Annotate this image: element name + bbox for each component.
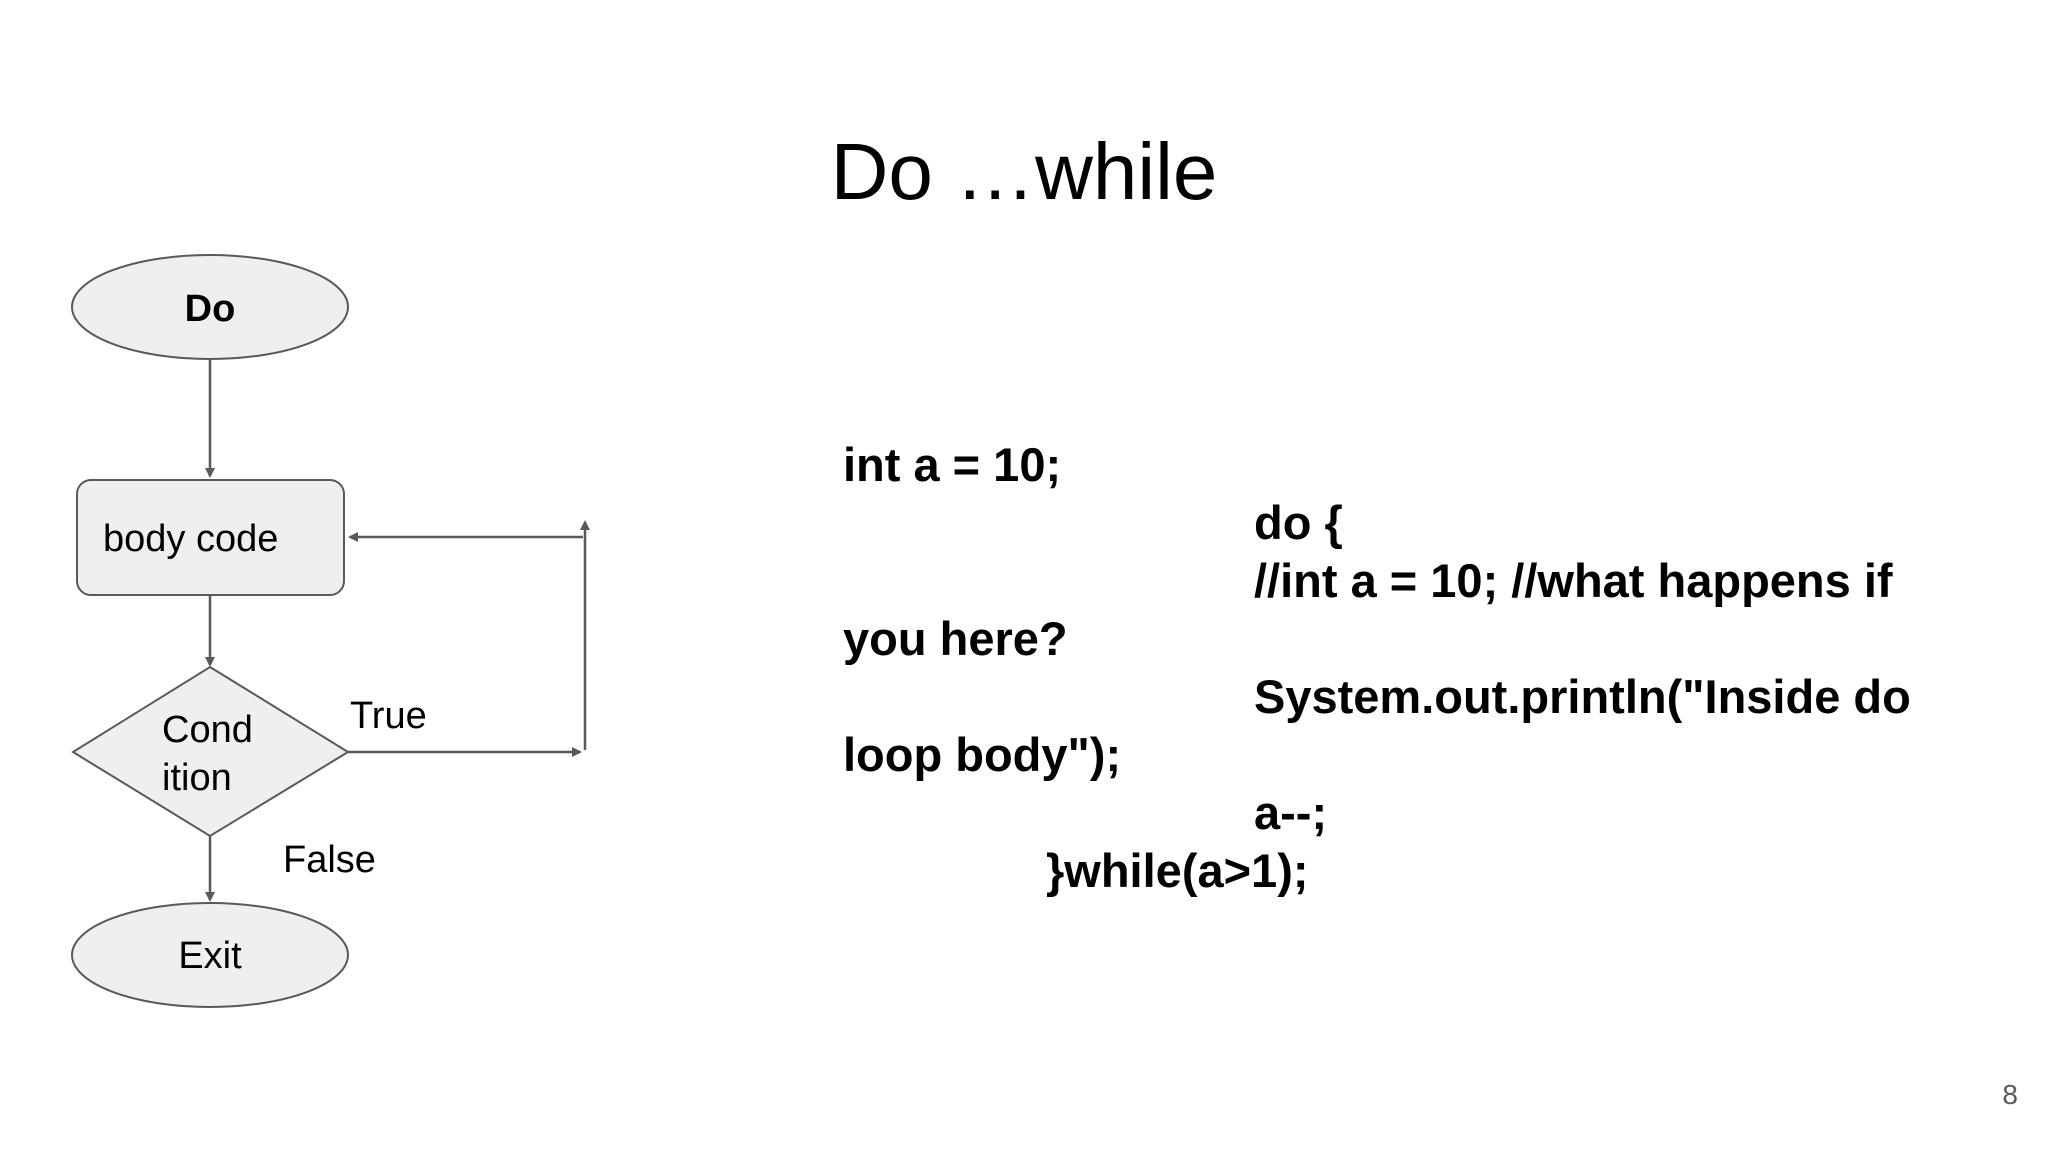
code-line: you here?: [843, 612, 1068, 665]
exit-node: [71, 902, 349, 1008]
code-line: }while(a>1);: [1046, 844, 1309, 897]
code-line: loop body");: [843, 728, 1122, 781]
false-branch-label: False: [283, 839, 376, 881]
start-node-label: Do: [185, 288, 236, 330]
condition-label-line2: ition: [162, 757, 232, 799]
code-line: do {: [1254, 496, 1343, 549]
slide-title: Do …while: [830, 127, 1218, 216]
code-line: a--;: [1254, 786, 1328, 839]
condition-node: [71, 665, 350, 838]
start-node: [71, 254, 349, 360]
code-line: int a = 10;: [843, 438, 1062, 491]
body-node-label: body code: [103, 518, 278, 560]
code-line: //int a = 10; //what happens if: [1254, 554, 1893, 607]
body-node: [76, 479, 345, 596]
code-line: System.out.println("Inside do: [1254, 670, 1911, 723]
exit-node-label: Exit: [178, 935, 242, 977]
true-branch-label: True: [350, 695, 427, 737]
flowchart: Do body code Cond ition True False Exit: [71, 254, 590, 1008]
condition-label-line1: Cond: [162, 709, 253, 751]
page-number: 8: [2002, 1079, 2018, 1110]
